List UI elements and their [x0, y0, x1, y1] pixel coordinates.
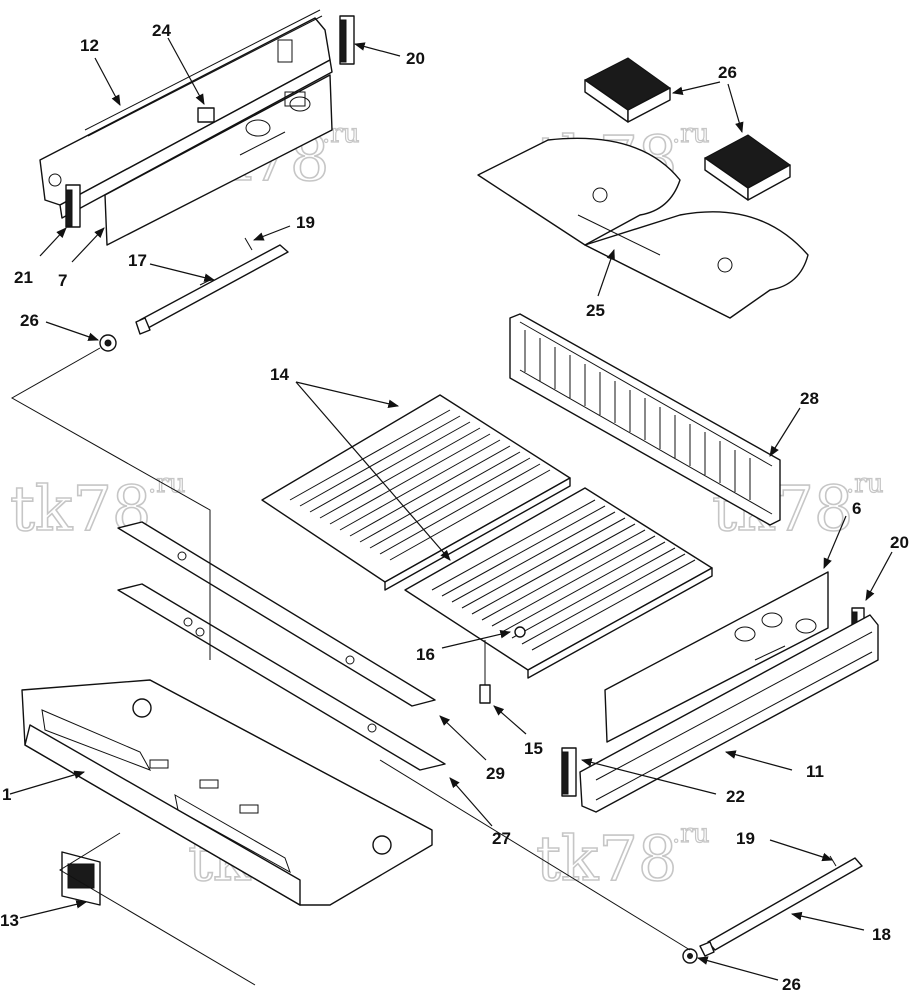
part-29-strip [117, 521, 436, 707]
part-21-post [65, 184, 81, 228]
callout-labels: 12 24 20 21 7 19 17 26 26 25 28 14 6 20 … [0, 21, 909, 994]
callout-29: 29 [486, 764, 505, 783]
callout-23: 24 [152, 21, 171, 40]
part-7-panel [104, 74, 333, 246]
callout-17: 17 [128, 251, 147, 270]
callout-7: 7 [58, 271, 67, 290]
callout-27: 28 [800, 389, 819, 408]
watermark-suffix: .ru [148, 469, 185, 499]
part-17-rod [135, 244, 289, 335]
callout-12: 12 [80, 36, 99, 55]
callout-28: 27 [492, 829, 511, 848]
callout-20-right: 20 [890, 533, 909, 552]
part-13-label [61, 851, 101, 906]
part-16-fastener [514, 626, 526, 638]
part-27-grille [509, 313, 781, 526]
part-14-rack-right [404, 487, 713, 679]
part-18-rod [699, 857, 863, 957]
part-12-rail [39, 9, 333, 219]
callout-20-top: 20 [406, 49, 425, 68]
part-26-washer-bottom [682, 948, 698, 964]
part-22-post [561, 747, 577, 797]
callout-25: 26 [718, 63, 737, 82]
callout-6: 6 [852, 499, 861, 518]
callout-21: 21 [14, 268, 33, 287]
part-28-strip [117, 583, 446, 771]
part-1-base [21, 679, 433, 906]
watermark-suffix: .ru [672, 119, 709, 149]
callout-15: 15 [524, 739, 543, 758]
callout-14: 14 [270, 365, 289, 384]
part-15-screw [479, 640, 491, 704]
watermark-suffix: .ru [846, 469, 883, 499]
watermark-suffix: .ru [672, 819, 709, 849]
callout-24: 25 [586, 301, 605, 320]
part-25-filter-a [584, 57, 671, 123]
part-19-pin [244, 237, 253, 251]
part-25-filter-b [704, 134, 791, 201]
assembly-guide-lines [10, 347, 691, 986]
watermark-text: tk78 [536, 822, 677, 895]
callout-26-top: 26 [20, 311, 39, 330]
callout-19-top: 19 [296, 213, 315, 232]
callout-16: 16 [416, 645, 435, 664]
part-23-clip [197, 107, 215, 123]
part-14-rack-left [261, 394, 571, 591]
callout-11: 11 [806, 762, 824, 781]
part-20-post-top [339, 15, 355, 65]
callout-1: 1 [2, 785, 11, 804]
callout-26-bottom: 26 [782, 975, 801, 994]
part-26-washer-top [99, 334, 117, 352]
part-19-pin-lower [829, 855, 837, 867]
callout-19-bottom: 19 [736, 829, 755, 848]
callout-13: 13 [0, 911, 19, 930]
part-6-panel [604, 571, 829, 743]
callout-18: 18 [872, 925, 891, 944]
part-24-cover [477, 137, 809, 319]
leader-lines [9, 37, 893, 981]
callout-22: 22 [726, 787, 745, 806]
